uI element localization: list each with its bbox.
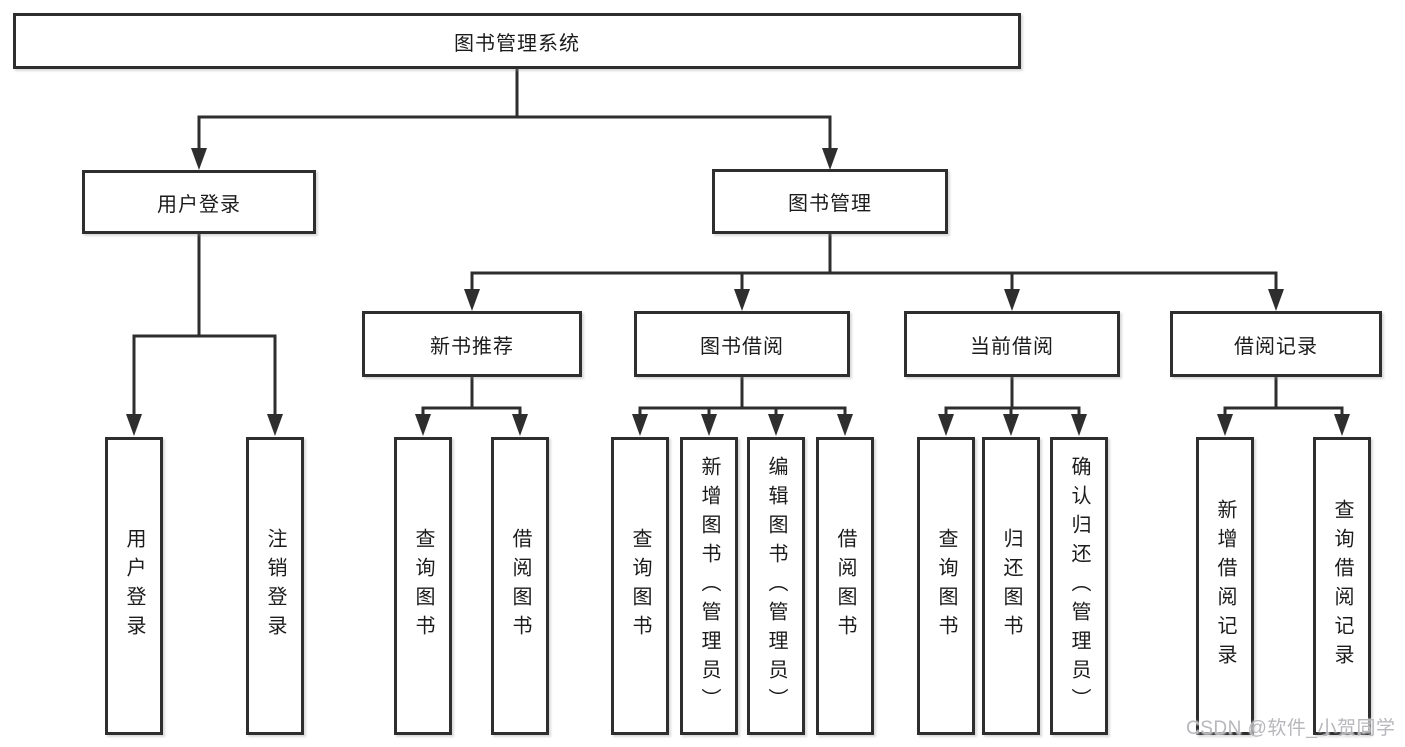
node-label: 查询图书 — [412, 528, 434, 644]
leaf-return-books: 归还图书 — [982, 437, 1040, 735]
node-label: 查询借阅记录 — [1331, 499, 1353, 673]
node-label: 新增图书（管理员） — [698, 455, 720, 717]
node-current-borrowing: 当前借阅 — [904, 311, 1120, 377]
node-label: 确认归还（管理员） — [1068, 455, 1090, 717]
leaf-query-books-recommend: 查询图书 — [394, 437, 452, 735]
node-label: 图书管理系统 — [454, 32, 580, 55]
node-label: 注销登录 — [264, 528, 286, 644]
node-label: 新增借阅记录 — [1214, 499, 1236, 673]
node-user-login: 用户登录 — [82, 170, 316, 234]
node-label: 图书借阅 — [700, 335, 784, 358]
leaf-borrow-books: 借阅图书 — [816, 437, 874, 735]
node-label: 用户登录 — [157, 193, 241, 216]
leaf-borrow-books-recommend: 借阅图书 — [491, 437, 549, 735]
node-label: 当前借阅 — [970, 335, 1054, 358]
node-label: 查询图书 — [935, 528, 957, 644]
leaf-query-borrow-record: 查询借阅记录 — [1313, 437, 1371, 735]
leaf-add-books-admin: 新增图书（管理员） — [680, 437, 738, 735]
node-label: 新书推荐 — [430, 335, 514, 358]
connector-book-mgmt — [464, 233, 1284, 311]
node-label: 用户登录 — [123, 528, 145, 644]
node-label: 借阅图书 — [509, 528, 531, 644]
node-book-management: 图书管理 — [712, 169, 948, 234]
leaf-query-books-current: 查询图书 — [917, 437, 975, 735]
node-label: 归还图书 — [1000, 528, 1022, 644]
connector-book-borrow — [632, 376, 853, 436]
csdn-watermark: CSDN @软件_小贺同学 — [1186, 718, 1396, 739]
node-label: 借阅记录 — [1234, 335, 1318, 358]
node-new-book-recommendation: 新书推荐 — [362, 311, 582, 377]
node-library-system: 图书管理系统 — [13, 13, 1021, 69]
leaf-add-borrow-record: 新增借阅记录 — [1196, 437, 1254, 735]
leaf-user-login: 用户登录 — [105, 437, 163, 735]
node-label: 图书管理 — [788, 193, 872, 215]
node-label: 查询图书 — [629, 528, 651, 644]
connector-user-login — [126, 233, 283, 436]
leaf-logout: 注销登录 — [246, 437, 304, 735]
leaf-query-books-borrow: 查询图书 — [611, 437, 669, 735]
connector-borrow-records — [1217, 376, 1350, 436]
leaf-confirm-return-admin: 确认归还（管理员） — [1050, 437, 1108, 735]
node-book-borrowing: 图书借阅 — [634, 311, 850, 377]
leaf-edit-books-admin: 编辑图书（管理员） — [747, 437, 805, 735]
connector-current-borrow — [938, 376, 1087, 436]
connector-new-book — [415, 376, 528, 436]
node-borrowing-records: 借阅记录 — [1170, 311, 1382, 377]
node-label: 借阅图书 — [834, 528, 856, 644]
connector-root — [191, 68, 838, 170]
node-label: 编辑图书（管理员） — [765, 455, 787, 717]
